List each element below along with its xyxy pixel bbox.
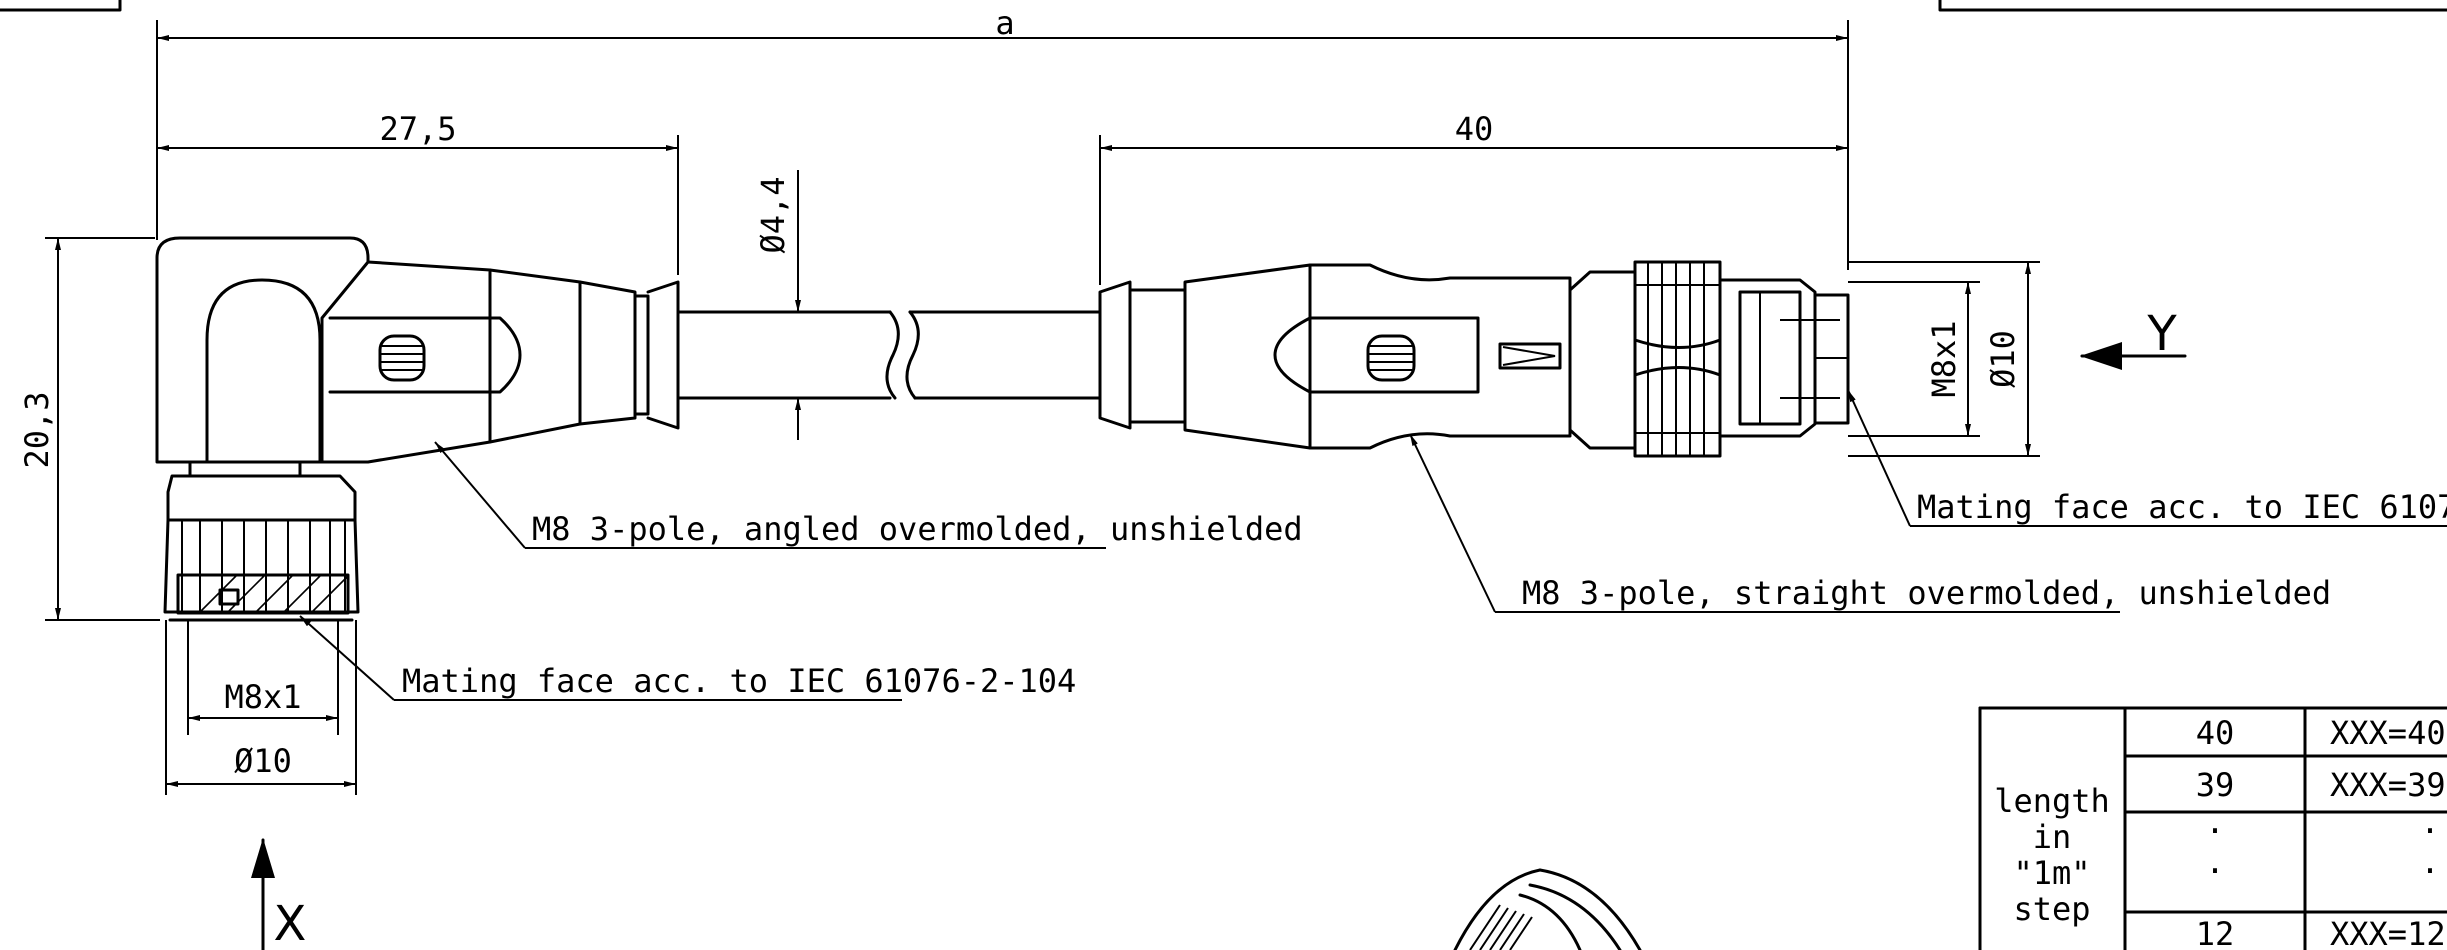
view-arrow-y: Y — [2080, 306, 2187, 370]
view-label-y: Y — [2146, 306, 2177, 362]
callout-angled-connector-text: M8 3-pole, angled overmolded, unshielded — [532, 510, 1303, 548]
angled-connector — [155, 236, 680, 622]
dimension-angled-height-label: 20,3 — [18, 391, 56, 468]
callout-straight-connector-text: M8 3-pole, straight overmolded, unshield… — [1522, 574, 2331, 612]
dimension-angled-thread: M8x1 — [187, 620, 339, 735]
dimension-angled-length: 27,5 — [157, 110, 679, 275]
dimension-straight-length-label: 40 — [1455, 110, 1494, 148]
table-label-line-4: step — [2013, 890, 2090, 928]
dimension-angled-thread-label: M8x1 — [224, 678, 301, 716]
cable — [676, 310, 1102, 400]
dimension-straight-diameter-label: Ø10 — [1984, 330, 2022, 388]
title-frame-right — [1938, 0, 2447, 12]
length-table: length in "1m" step 40 XXX=40 39 XXX=39 … — [1978, 706, 2447, 950]
table-label-line-1: length — [1994, 782, 2110, 820]
callout-straight-mating-face: Mating face acc. to IEC 61076-2-104 — [1847, 389, 2447, 527]
table-row-code: · — [2420, 812, 2439, 850]
dimension-overall: a — [156, 4, 1849, 270]
dimension-straight-thread: M8x1 — [1848, 281, 1980, 437]
dimension-straight-thread-label: M8x1 — [1925, 320, 1963, 397]
callout-straight-mating-face-text: Mating face acc. to IEC 61076-2-104 — [1917, 488, 2447, 526]
table-row-code: XXX=39 — [2330, 766, 2446, 804]
dimension-angled-diameter-label: Ø10 — [234, 742, 292, 780]
table-label-line-3: "1m" — [2013, 854, 2090, 892]
title-frame-left — [0, 0, 122, 12]
table-row-code: XXX=40 — [2330, 714, 2446, 752]
dimension-angled-length-label: 27,5 — [379, 110, 456, 148]
callout-angled-mating-face: Mating face acc. to IEC 61076-2-104 — [299, 615, 1076, 701]
dimension-cable-diameter-label: Ø4,4 — [754, 176, 792, 253]
callout-angled-connector: M8 3-pole, angled overmolded, unshielded — [434, 441, 1303, 549]
dimension-angled-diameter: Ø10 — [165, 620, 357, 795]
straight-connector — [1098, 260, 1850, 458]
dimension-straight-diameter: Ø10 — [1848, 261, 2040, 457]
dimension-overall-label: a — [995, 4, 1014, 42]
dimension-cable-diameter: Ø4,4 — [754, 170, 801, 440]
table-row-code: XXX=12 — [2330, 915, 2446, 950]
table-row-length: · — [2205, 852, 2224, 890]
table-row-code: · — [2420, 852, 2439, 890]
table-row-length: · — [2205, 812, 2224, 850]
view-label-x: X — [274, 896, 307, 950]
table-row-length: 39 — [2196, 766, 2235, 804]
callout-angled-mating-face-text: Mating face acc. to IEC 61076-2-104 — [402, 662, 1076, 700]
dimension-angled-height: 20,3 — [18, 237, 160, 621]
callout-straight-connector: M8 3-pole, straight overmolded, unshield… — [1409, 433, 2331, 613]
table-row-length: 40 — [2196, 714, 2235, 752]
dimension-straight-length: 40 — [1099, 110, 1848, 285]
table-row-length: 12 — [2196, 915, 2235, 950]
table-label-line-2: in — [2033, 818, 2072, 856]
view-arrow-x: X — [251, 838, 306, 950]
connector-isometric-view — [1453, 868, 1642, 950]
